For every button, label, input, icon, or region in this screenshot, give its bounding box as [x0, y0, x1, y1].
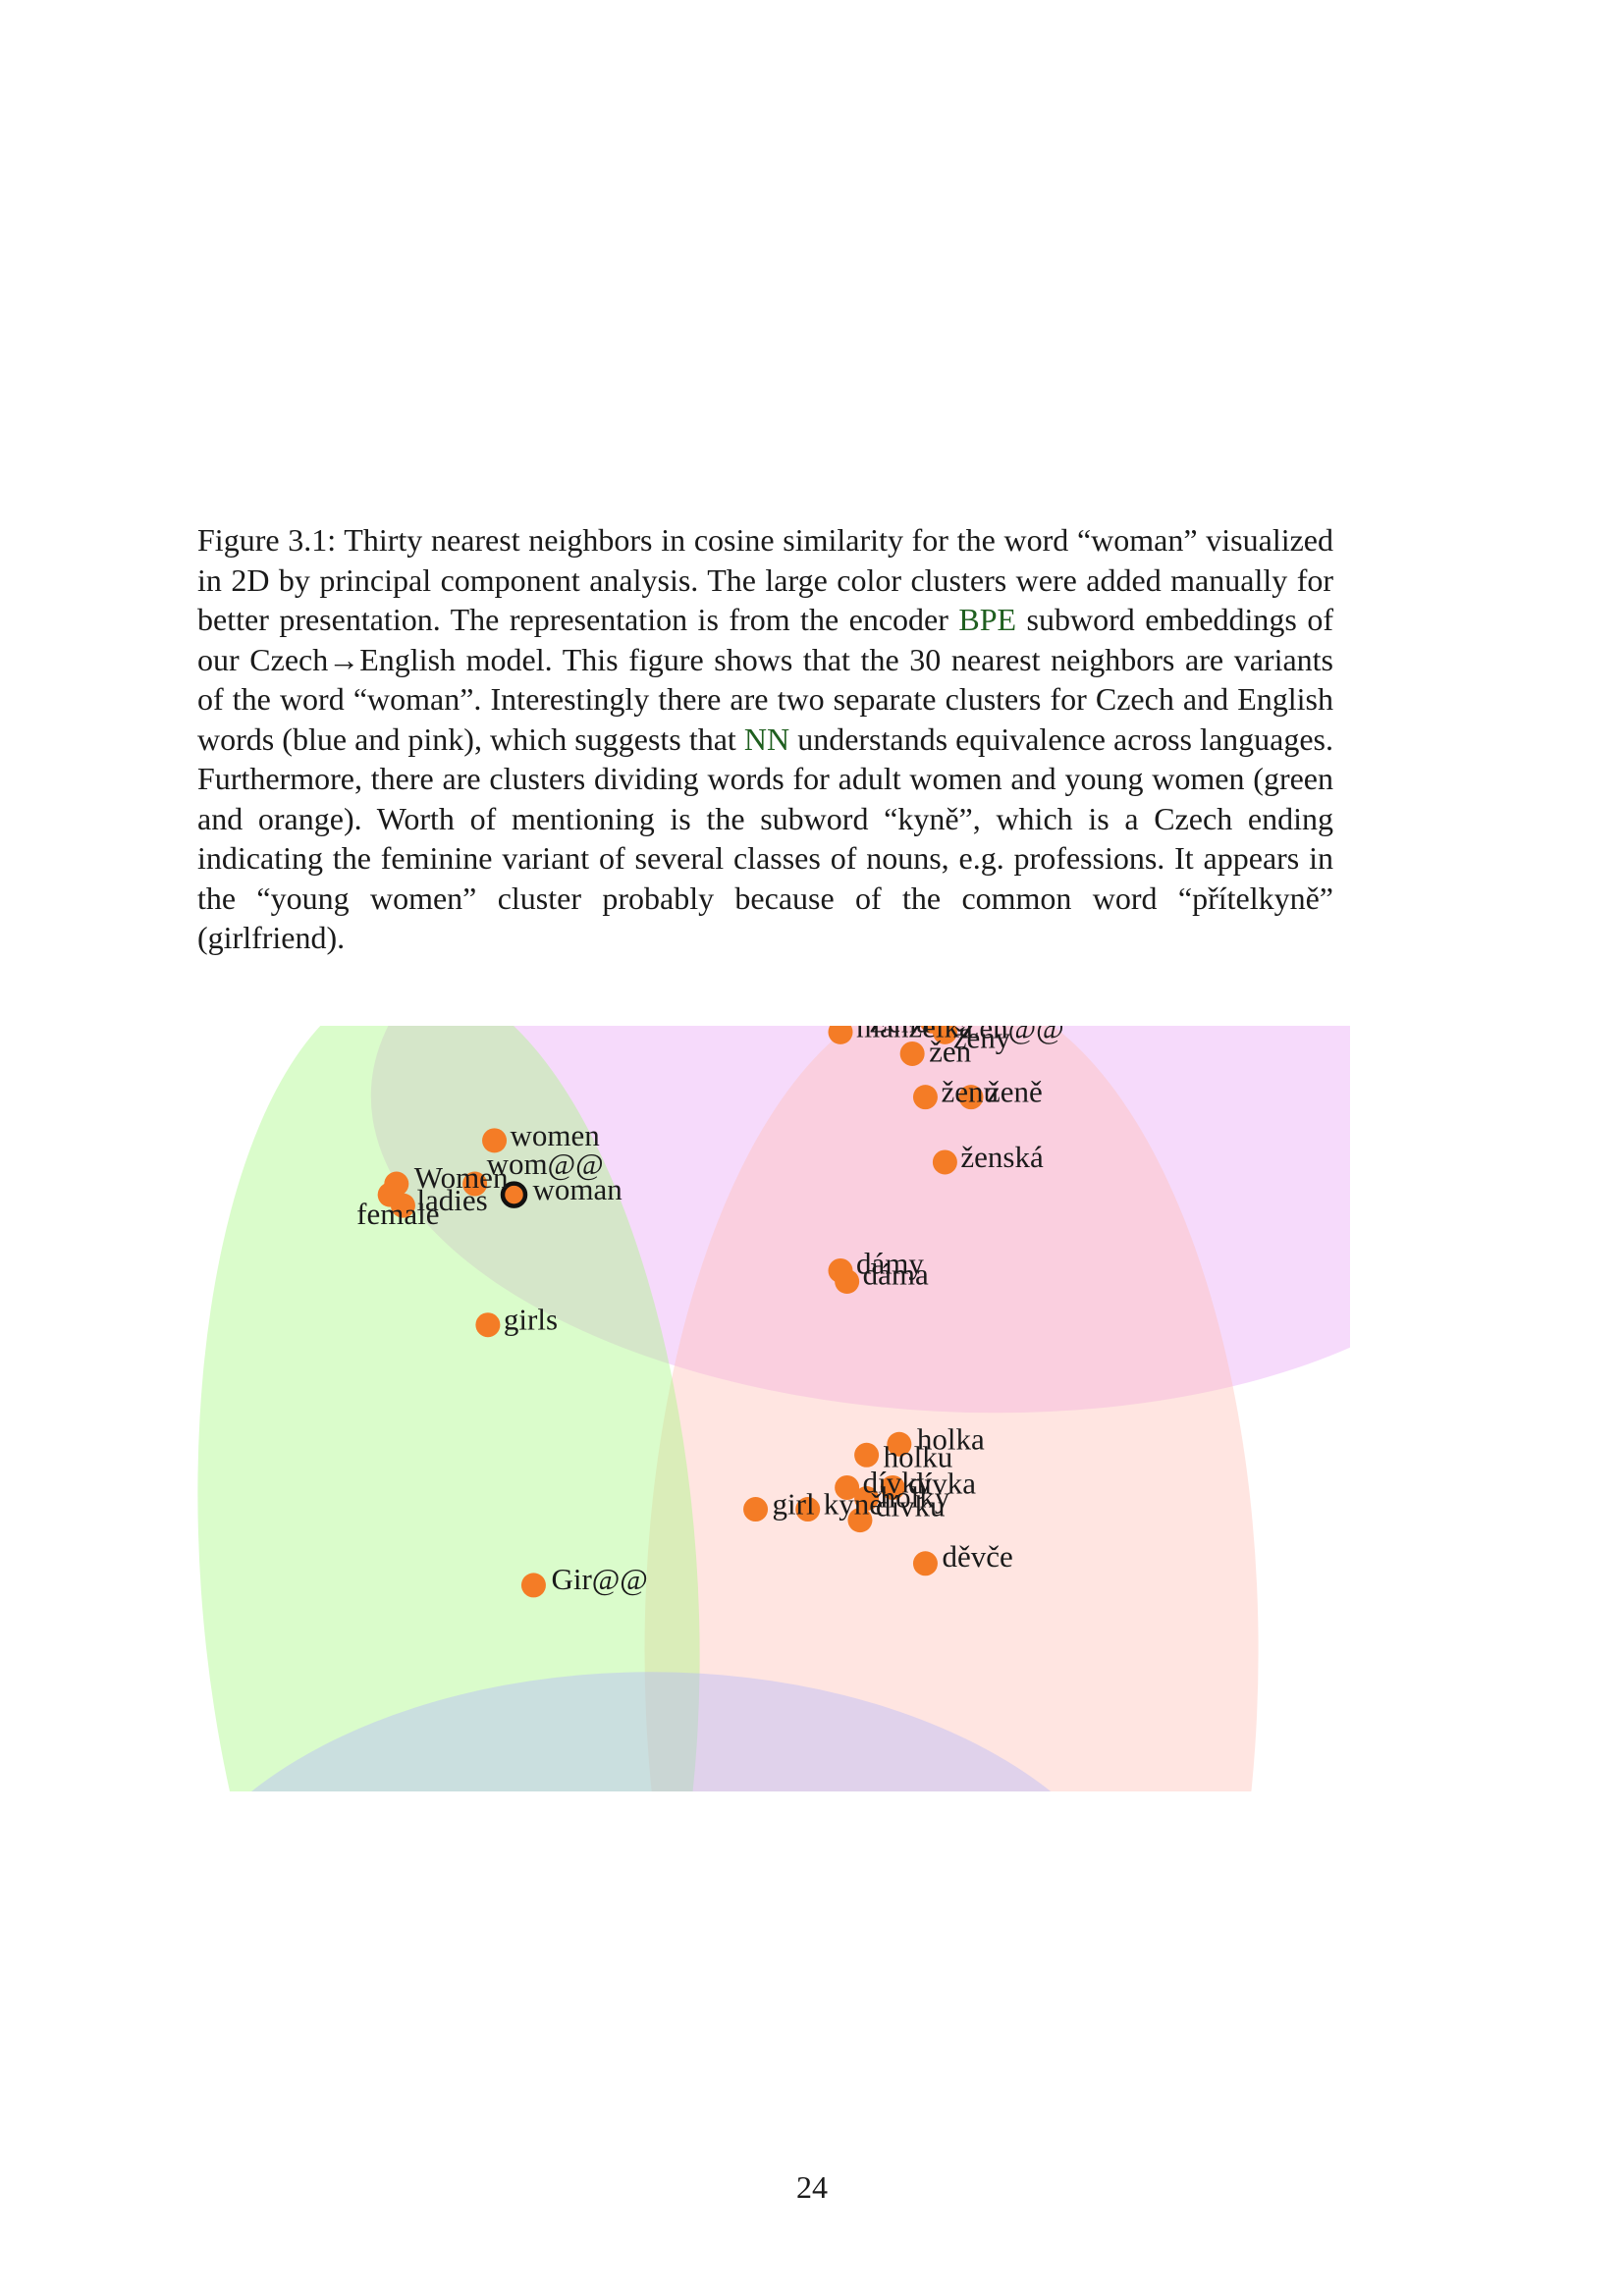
cluster-ellipse-4	[251, 1672, 1052, 1791]
point-label-23: holku	[884, 1439, 953, 1473]
figure-caption: Figure 3.1: Thirty nearest neighbors in …	[197, 520, 1333, 958]
point-marker-27	[795, 1497, 821, 1522]
point-marker-31	[520, 1573, 546, 1598]
page-number: 24	[796, 2169, 828, 2205]
point-label-21: girls	[504, 1303, 558, 1337]
point-label-26: holky	[881, 1480, 950, 1515]
point-marker-9	[899, 1041, 925, 1066]
point-marker-8	[932, 1026, 957, 1044]
point-label-13: women	[511, 1118, 601, 1152]
label-layer: ženoženoužen@@ženyženaŽenamanželkaŽen@@ž…	[356, 1026, 1064, 1596]
acronym-link-bpe[interactable]: BPE	[958, 602, 1017, 637]
point-label-31: Gir@@	[551, 1562, 647, 1596]
point-marker-12	[932, 1149, 957, 1175]
point-marker-20	[835, 1269, 860, 1294]
cluster-ellipse-2	[644, 1026, 1259, 1791]
point-marker-29	[847, 1508, 873, 1533]
point-marker-30	[912, 1551, 938, 1576]
point-label-7: manželka	[856, 1026, 973, 1043]
point-marker-17	[377, 1182, 403, 1207]
point-marker-24	[835, 1474, 860, 1500]
point-label-9: žen	[929, 1034, 972, 1068]
point-label-29: dívku	[876, 1489, 946, 1523]
point-marker-18	[500, 1181, 528, 1208]
caption-text-2: subword embeddings of our Czech→English …	[197, 602, 1334, 757]
point-label-27: kyně	[824, 1487, 883, 1522]
point-label-20: dáma	[863, 1257, 929, 1292]
point-layer	[377, 1026, 984, 1598]
point-label-17: female	[356, 1197, 439, 1231]
point-label-19: dámy	[856, 1246, 924, 1280]
point-label-25: dívka	[908, 1466, 976, 1500]
caption-text-1: Thirty nearest neighbors in cosine simil…	[197, 522, 1334, 637]
cluster-ellipse-3	[197, 1026, 700, 1791]
point-marker-28	[743, 1497, 769, 1522]
point-label-11: ženě	[987, 1075, 1043, 1109]
cluster-layer	[197, 1026, 1350, 1791]
cluster-ellipse-1	[370, 1026, 1350, 1414]
point-marker-25	[880, 1474, 905, 1500]
acronym-link-nn[interactable]: NN	[743, 721, 790, 757]
point-label-16: ladies	[416, 1183, 487, 1217]
point-marker-11	[958, 1085, 984, 1110]
point-marker-14	[462, 1171, 488, 1197]
point-label-28: girl	[773, 1487, 815, 1522]
point-label-15: Women	[414, 1160, 509, 1195]
caption-text-3: understands equivalence across languages…	[197, 721, 1334, 956]
point-marker-7	[828, 1026, 853, 1044]
scatter-plot: ženoženoužen@@ženyženaŽenamanželkaŽen@@ž…	[197, 1026, 1350, 1791]
point-label-12: ženská	[960, 1140, 1044, 1174]
figure-label: Figure 3.1:	[197, 522, 337, 558]
point-marker-22	[887, 1431, 912, 1457]
point-label-24: dívky	[863, 1465, 933, 1499]
point-label-18: woman	[533, 1172, 623, 1206]
point-label-22: holka	[917, 1421, 985, 1456]
pca-scatter-figure: ženoženoužen@@ženyženaŽenamanželkaŽen@@ž…	[191, 1026, 1350, 1791]
point-marker-21	[475, 1312, 501, 1338]
point-marker-26	[854, 1486, 880, 1511]
point-label-30: děvče	[942, 1539, 1012, 1574]
point-label-4: ženy	[953, 1026, 1011, 1054]
point-marker-10	[912, 1085, 938, 1110]
point-marker-23	[854, 1442, 880, 1468]
point-label-8: Žen@@	[960, 1026, 1063, 1044]
point-marker-13	[482, 1128, 508, 1153]
point-label-14: wom@@	[487, 1147, 604, 1181]
point-label-6: Žena	[869, 1026, 930, 1039]
point-label-10: ženu	[941, 1075, 999, 1109]
